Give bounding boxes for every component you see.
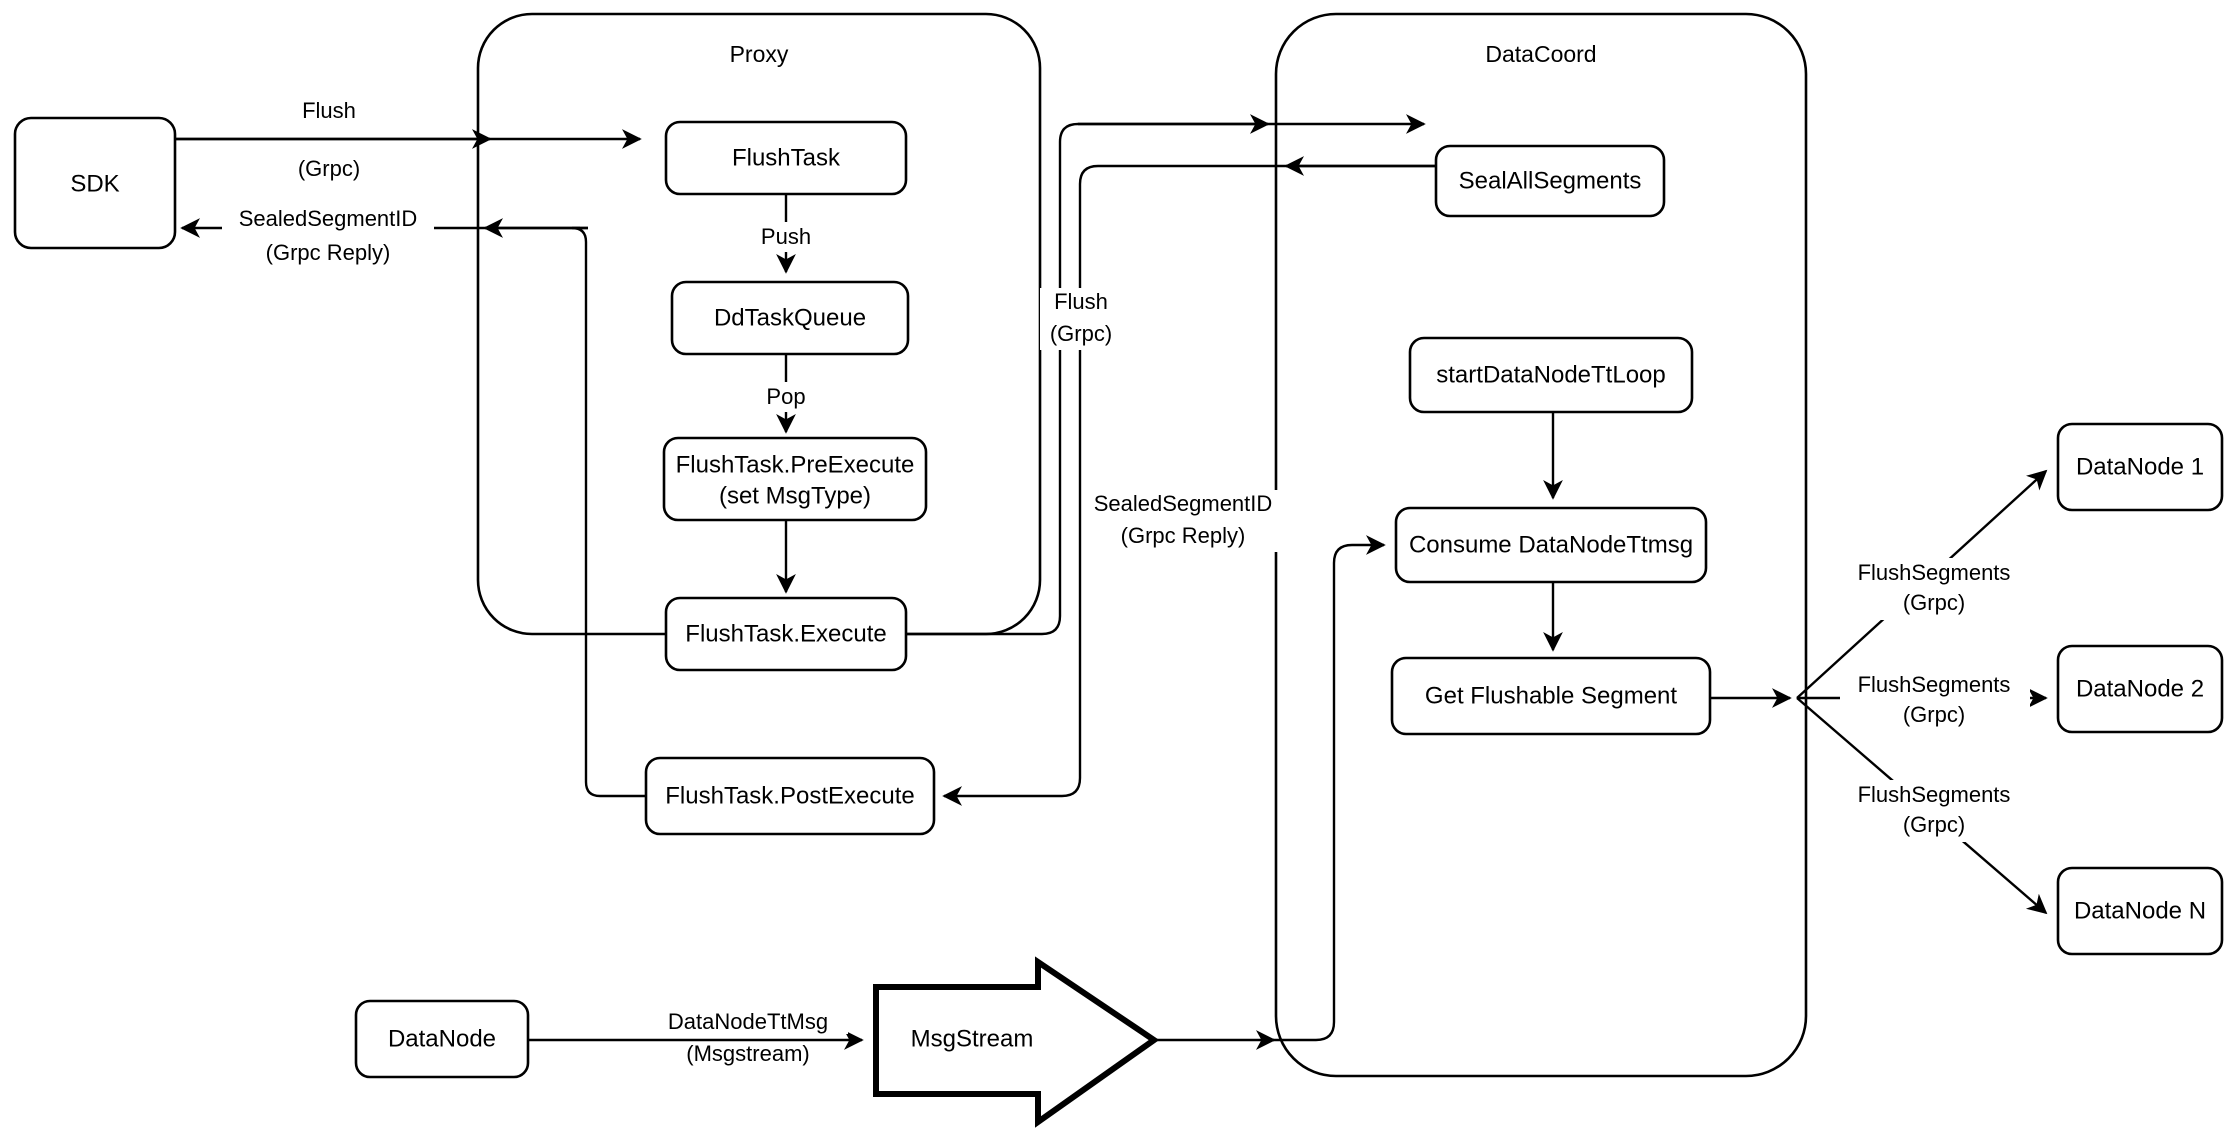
startdatanodettloop-label: startDataNodeTtLoop	[1436, 361, 1665, 388]
edge-execute-to-sealallsegments	[906, 114, 1270, 636]
sealallsegments-label: SealAllSegments	[1459, 167, 1642, 194]
ddtaskqueue-label: DdTaskQueue	[714, 304, 866, 331]
node-flushtask-preexecute[interactable]: FlushTask.PreExecute (set MsgType)	[662, 436, 928, 522]
datanode-n-box[interactable]	[2056, 866, 2224, 956]
datanode-source-label: DataNode	[388, 1025, 496, 1052]
node-flushtask[interactable]: FlushTask	[664, 120, 908, 196]
startdatanodettloop-box[interactable]	[1408, 336, 1694, 414]
flushtask-label: FlushTask	[732, 144, 841, 171]
proxy-container-label: Proxy	[730, 41, 789, 67]
datanode-2-label: DataNode 2	[2076, 675, 2204, 702]
ddtaskqueue-box[interactable]	[670, 280, 910, 356]
edge-label-sealedsegmentid-sdk: SealedSegmentID (Grpc Reply)	[222, 206, 434, 265]
msgstream-arrow-shape[interactable]	[873, 956, 1160, 1128]
edge-label-sealed-sdk-line1: SealedSegmentID	[239, 206, 418, 231]
sealallsegments-box[interactable]	[1434, 144, 1666, 218]
node-datanode-source[interactable]: DataNode	[354, 999, 530, 1079]
edge-label-dc-flush-line1: Flush	[1054, 289, 1108, 314]
edge-label-dc-reply-line1: SealedSegmentID	[1094, 491, 1273, 516]
edge-label-dc-flush-line2: (Grpc)	[1050, 321, 1112, 346]
edge-label-flushsegments-n-line2: (Grpc)	[1903, 812, 1965, 837]
node-get-flushable-segment[interactable]: Get Flushable Segment	[1390, 656, 1712, 736]
sdk-label: SDK	[70, 170, 119, 197]
datanode-1-box[interactable]	[2056, 422, 2224, 512]
edge-label-pop: Pop	[752, 382, 820, 412]
edge-label-sealed-sdk-line2: (Grpc Reply)	[266, 240, 391, 265]
node-flushtask-execute[interactable]: FlushTask.Execute	[664, 596, 908, 672]
edge-label-datanodettmsg: DataNodeTtMsg (Msgstream)	[650, 1008, 848, 1066]
postexecute-box[interactable]	[644, 756, 936, 836]
edge-label-flushsegments-n-line1: FlushSegments	[1858, 782, 2011, 807]
edge-label-flushsegments-n: FlushSegments (Grpc)	[1840, 780, 2030, 842]
edge-label-push-text: Push	[761, 224, 811, 249]
preexecute-box[interactable]	[662, 436, 928, 522]
sdk-box[interactable]	[13, 116, 177, 250]
edge-label-sdk-flush-line2: (Grpc)	[298, 156, 360, 181]
node-ddtaskqueue[interactable]: DdTaskQueue	[670, 280, 910, 356]
edge-label-push: Push	[748, 222, 824, 252]
consume-datanodettmsg-label: Consume DataNodeTtmsg	[1409, 531, 1693, 558]
edge-postexecute-to-sdk-reply	[571, 226, 646, 798]
edge-label-datanodettmsg-line2: (Msgstream)	[686, 1041, 809, 1066]
edge-label-flushsegments-1: FlushSegments (Grpc)	[1840, 558, 2030, 620]
get-flushable-segment-box[interactable]	[1390, 656, 1712, 736]
node-datanode-n[interactable]: DataNode N	[2056, 866, 2224, 956]
edge-label-dc-reply-line2: (Grpc Reply)	[1121, 523, 1246, 548]
edge-label-datanodettmsg-line1: DataNodeTtMsg	[668, 1009, 828, 1034]
datanode-1-label: DataNode 1	[2076, 453, 2204, 480]
edge-label-sdk-flush-line1: Flush	[302, 98, 356, 123]
datanode-n-label: DataNode N	[2074, 897, 2206, 924]
edge-label-flushsegments-2: FlushSegments (Grpc)	[1840, 670, 2030, 732]
preexecute-label: FlushTask.PreExecute	[676, 451, 915, 478]
node-sealallsegments[interactable]: SealAllSegments	[1434, 144, 1666, 218]
node-datanode-2[interactable]: DataNode 2	[2056, 644, 2224, 734]
flushtask-box[interactable]	[664, 120, 908, 196]
node-msgstream[interactable]: MsgStream	[873, 956, 1160, 1128]
node-flushtask-postexecute[interactable]: FlushTask.PostExecute	[644, 756, 936, 836]
get-flushable-segment-label: Get Flushable Segment	[1425, 682, 1677, 709]
consume-datanodettmsg-box[interactable]	[1394, 506, 1708, 584]
edge-label-pop-text: Pop	[766, 384, 805, 409]
edge-msgstream-into-consume	[1272, 535, 1386, 1042]
edge-label-datacoord-reply: SealedSegmentID (Grpc Reply)	[1086, 490, 1282, 552]
node-startdatanodettloop[interactable]: startDataNodeTtLoop	[1408, 336, 1694, 414]
edge-labels-layer: Flush (Grpc) SealedSegmentID (Grpc Reply…	[222, 96, 2030, 1066]
edge-label-flushsegments-1-line1: FlushSegments	[1858, 560, 2011, 585]
edge-label-flushsegments-2-line1: FlushSegments	[1858, 672, 2011, 697]
edge-sealallsegments-reply-to-postexecute	[942, 164, 1436, 806]
edge-label-flushsegments-1-line2: (Grpc)	[1903, 590, 1965, 615]
postexecute-label: FlushTask.PostExecute	[665, 782, 914, 809]
msgstream-label: MsgStream	[911, 1025, 1034, 1052]
execute-box[interactable]	[664, 596, 908, 672]
datacoord-container-label: DataCoord	[1485, 41, 1596, 67]
edge-label-proxy-datacoord-flush: Flush (Grpc)	[1040, 288, 1126, 350]
edge-label-sdk-flush: Flush (Grpc)	[268, 96, 390, 181]
datanode-source-box[interactable]	[354, 999, 530, 1079]
edge-label-flushsegments-2-line2: (Grpc)	[1903, 702, 1965, 727]
datanode-2-box[interactable]	[2056, 644, 2224, 734]
edges-layer	[175, 114, 2048, 1050]
execute-label: FlushTask.Execute	[685, 620, 886, 647]
node-datanode-1[interactable]: DataNode 1	[2056, 422, 2224, 512]
node-consume-datanodettmsg[interactable]: Consume DataNodeTtmsg	[1394, 506, 1708, 584]
node-sdk[interactable]: SDK	[13, 116, 177, 250]
preexecute-sublabel: (set MsgType)	[719, 482, 871, 509]
